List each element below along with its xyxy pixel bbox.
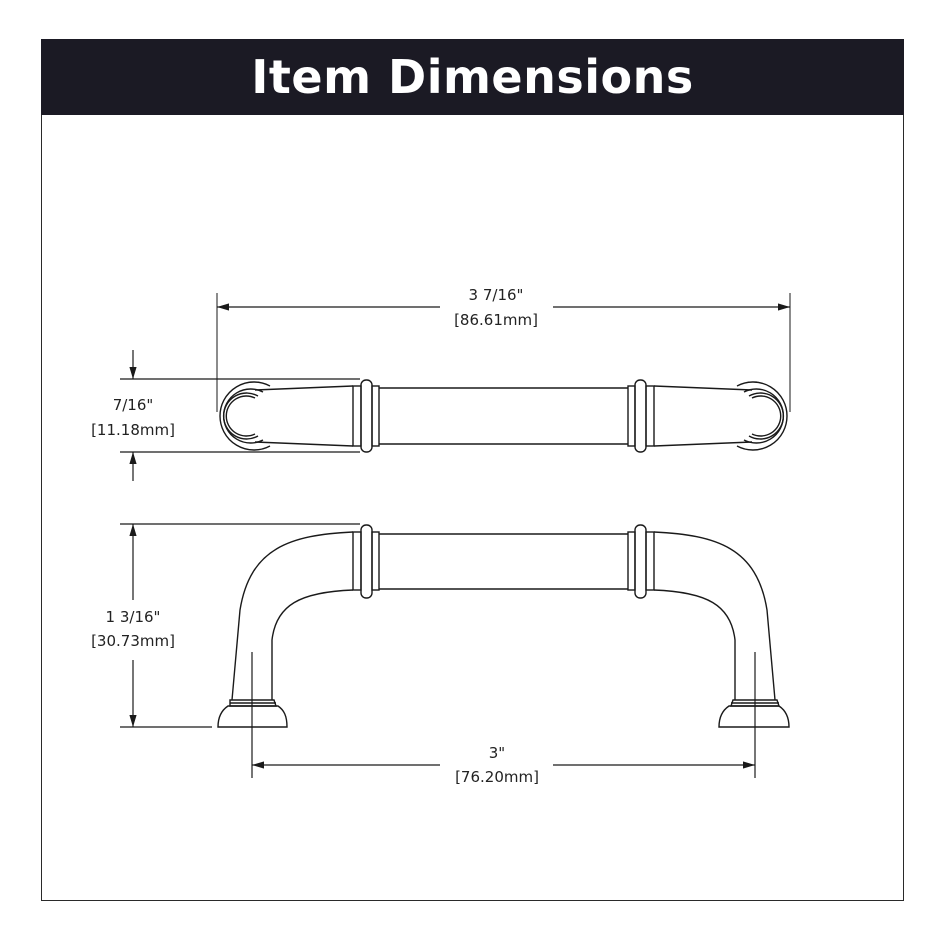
projection-dimension: [120, 523, 360, 728]
page-title: Item Dimensions: [251, 50, 694, 104]
width-dimension: [120, 350, 360, 481]
center-to-center-metric: [76.20mm]: [455, 768, 539, 786]
overall-length-imperial: 3 7/16": [469, 286, 524, 304]
overall-length-metric: [86.61mm]: [454, 311, 538, 329]
center-to-center-imperial: 3": [489, 744, 505, 762]
projection-imperial: 1 3/16": [106, 608, 161, 626]
side-view: [217, 524, 790, 728]
top-view: [216, 293, 791, 453]
drawing-frame: [41, 39, 904, 901]
projection-metric: [30.73mm]: [91, 632, 175, 650]
width-imperial: 7/16": [113, 396, 154, 414]
header-bar: Item Dimensions: [41, 39, 904, 115]
center-to-center-dimension: [251, 652, 756, 778]
width-metric: [11.18mm]: [91, 421, 175, 439]
